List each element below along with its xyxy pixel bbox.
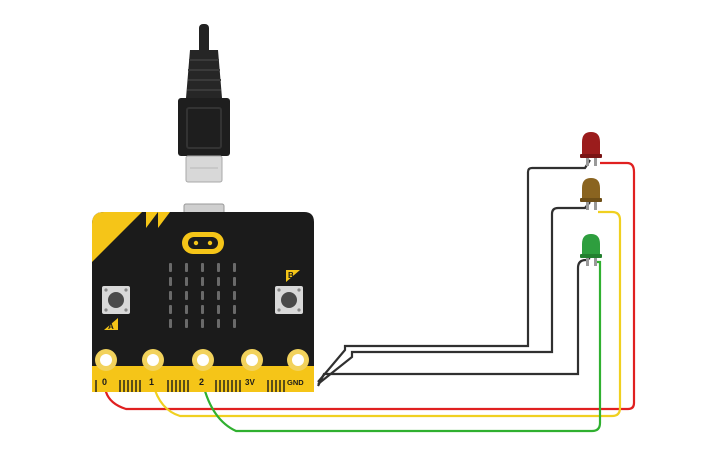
matrix-led <box>201 263 204 272</box>
matrix-led <box>169 305 172 314</box>
matrix-led <box>185 319 188 328</box>
led-matrix <box>169 263 236 328</box>
pin-1[interactable]: 1 <box>142 349 164 387</box>
matrix-led <box>185 291 188 300</box>
matrix-led <box>233 263 236 272</box>
matrix-led <box>169 319 172 328</box>
pin-1-label: 1 <box>149 377 154 387</box>
button-a[interactable] <box>102 286 130 314</box>
board-accent-shapes <box>92 212 170 262</box>
matrix-led <box>201 291 204 300</box>
pin-0[interactable]: 0 <box>95 349 117 387</box>
matrix-led <box>185 277 188 286</box>
matrix-led <box>185 263 188 272</box>
matrix-led <box>217 305 220 314</box>
matrix-led <box>233 319 236 328</box>
usb-metal-tip <box>185 155 223 183</box>
usb-plug-housing <box>178 98 230 156</box>
edge-connector-fingers <box>95 380 285 392</box>
usb-cable-wire <box>199 24 209 54</box>
pin-3v[interactable]: 3V <box>241 349 263 387</box>
usb-plug-inner <box>186 107 222 149</box>
matrix-led <box>201 319 204 328</box>
button-b-label-tag: B <box>286 270 300 282</box>
button-a-cap[interactable] <box>108 292 124 308</box>
pin-3v-label: 3V <box>245 378 255 387</box>
button-b-cap[interactable] <box>281 292 297 308</box>
matrix-led <box>169 291 172 300</box>
matrix-led <box>217 263 220 272</box>
matrix-led <box>217 291 220 300</box>
pin1-wire-yellow[interactable] <box>151 210 622 418</box>
matrix-led <box>233 277 236 286</box>
ground-wire-to-red-led[interactable] <box>317 159 591 383</box>
usb-strain-relief <box>186 50 222 98</box>
pin-2-label: 2 <box>199 377 204 387</box>
matrix-led <box>233 305 236 314</box>
matrix-led <box>233 291 236 300</box>
pin-2[interactable]: 2 <box>192 349 214 387</box>
matrix-led <box>217 319 220 328</box>
matrix-led <box>217 277 220 286</box>
board-body <box>92 212 314 392</box>
matrix-led <box>169 277 172 286</box>
yellow-led[interactable] <box>580 178 602 210</box>
matrix-led <box>185 305 188 314</box>
button-a-label-tag: A <box>104 318 118 331</box>
ground-wire-to-green-led[interactable] <box>317 257 591 387</box>
button-b-label: B <box>288 271 294 280</box>
microbit-logo <box>182 232 224 254</box>
pin0-wire-red[interactable] <box>104 161 636 411</box>
pin-gnd[interactable]: GND <box>287 349 309 387</box>
button-b[interactable] <box>275 286 303 314</box>
pin-gnd-label: GND <box>287 378 304 387</box>
matrix-led <box>201 305 204 314</box>
pin2-wire-green[interactable] <box>201 260 602 433</box>
red-led[interactable] <box>580 132 602 166</box>
microbit-board[interactable]: A B 0 1 <box>92 203 314 392</box>
wires <box>104 159 636 433</box>
pin-0-label: 0 <box>102 377 107 387</box>
usb-cable[interactable] <box>178 24 230 183</box>
usb-strain-ridges <box>187 59 221 91</box>
matrix-led <box>201 277 204 286</box>
button-a-label: A <box>108 322 114 331</box>
matrix-led <box>169 263 172 272</box>
green-led[interactable] <box>580 234 602 266</box>
ground-wire-to-yellow-led[interactable] <box>317 201 591 385</box>
